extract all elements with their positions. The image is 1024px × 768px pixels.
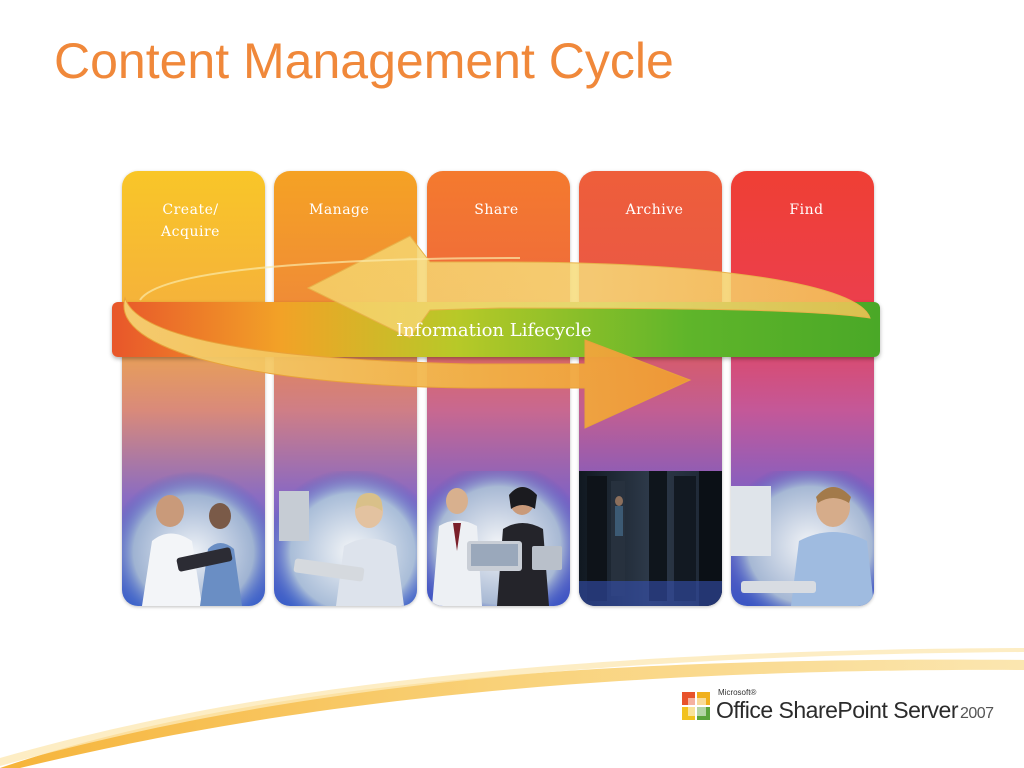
stage-create-acquire: Create/ Acquire <box>122 171 265 606</box>
stage-label: Manage <box>309 202 370 218</box>
logo-year: 2007 <box>959 705 994 722</box>
slide-title: Content Management Cycle <box>54 33 674 89</box>
people-photo <box>427 471 570 606</box>
arrow-right-shape <box>123 296 692 429</box>
people-photo <box>122 471 265 606</box>
arrow-left-shape <box>306 235 871 339</box>
stage-label: Share <box>474 202 519 218</box>
people-photo <box>731 471 874 606</box>
decorative-swoosh <box>0 648 1024 768</box>
people-photo <box>274 471 417 606</box>
office-logo-icon <box>682 692 710 720</box>
stage-share: Share <box>427 171 570 606</box>
stage-label: Create/ Acquire <box>161 202 220 240</box>
stage-label: Archive <box>625 202 684 218</box>
lifecycle-label: Information Lifecycle <box>396 320 592 341</box>
logo-microsoft: Microsoft® <box>718 688 757 697</box>
stage-find: Find <box>731 171 874 606</box>
server-room-photo <box>579 471 722 606</box>
logo-product: Office SharePoint Server <box>716 697 958 723</box>
stage-manage: Manage <box>274 171 417 606</box>
stage-label: Find <box>789 202 824 218</box>
